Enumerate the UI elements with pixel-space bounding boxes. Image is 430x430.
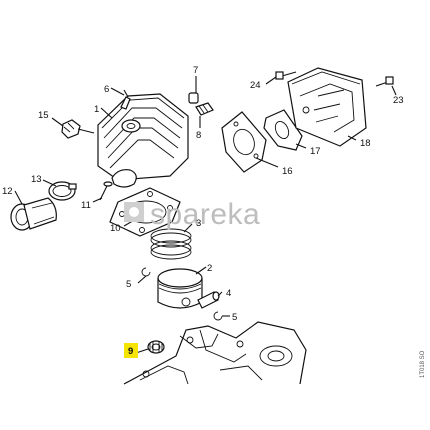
- intake-manifold-part: [10, 197, 57, 231]
- crankcase-part: [123, 321, 307, 385]
- part-label-23: 23: [393, 95, 404, 106]
- drawing-code: 1T018 SO: [420, 350, 426, 378]
- part-label-17: 17: [310, 146, 321, 157]
- needle-cage-part: [147, 340, 165, 354]
- part-label-3: 3: [196, 218, 201, 229]
- muffler-plate-part: [263, 109, 303, 151]
- part-label-12: 12: [2, 186, 13, 197]
- part-label-18: 18: [360, 138, 371, 149]
- leader-lines: [14, 76, 397, 354]
- part-label-5-upper: 5: [126, 279, 131, 290]
- hose-clamp-part: [48, 181, 77, 201]
- sensor-part: [61, 119, 95, 139]
- part-label-8: 8: [196, 130, 201, 141]
- part-label-4: 4: [226, 288, 231, 299]
- part-labels: 1 2 3 4 5 5 6 7 8 9 10 11 12 13 15 16 17…: [2, 65, 404, 358]
- watermark: spareka: [124, 198, 260, 231]
- circlip-part: [141, 267, 223, 321]
- piston-rings-part: [150, 228, 192, 260]
- part-label-16: 16: [282, 166, 293, 177]
- part-label-6: 6: [104, 84, 109, 95]
- highlight-box: [124, 343, 138, 358]
- cylinder-part: [97, 93, 189, 188]
- part-label-9[interactable]: 9: [128, 346, 133, 357]
- piston-pin-part: [197, 291, 220, 309]
- muffler-screw-part: [375, 76, 394, 87]
- part-label-24: 24: [250, 80, 261, 91]
- part-label-5-lower: 5: [232, 312, 237, 323]
- part-label-15: 15: [38, 110, 49, 121]
- spark-plug-part: [120, 89, 131, 110]
- part-label-11: 11: [81, 200, 91, 211]
- part-label-2: 2: [207, 263, 212, 274]
- muffler-part: [287, 67, 367, 147]
- muffler-bolt-part: [275, 71, 297, 80]
- piston-part: [157, 268, 203, 309]
- muffler-gasket-part: [221, 111, 267, 173]
- watermark-text: spareka: [150, 198, 260, 231]
- part-label-10: 10: [110, 223, 121, 234]
- decompression-valve-part: [188, 92, 214, 116]
- screw-part: [99, 181, 113, 201]
- part-label-7: 7: [193, 65, 198, 76]
- part-label-13: 13: [31, 174, 42, 185]
- part-label-1: 1: [94, 104, 99, 115]
